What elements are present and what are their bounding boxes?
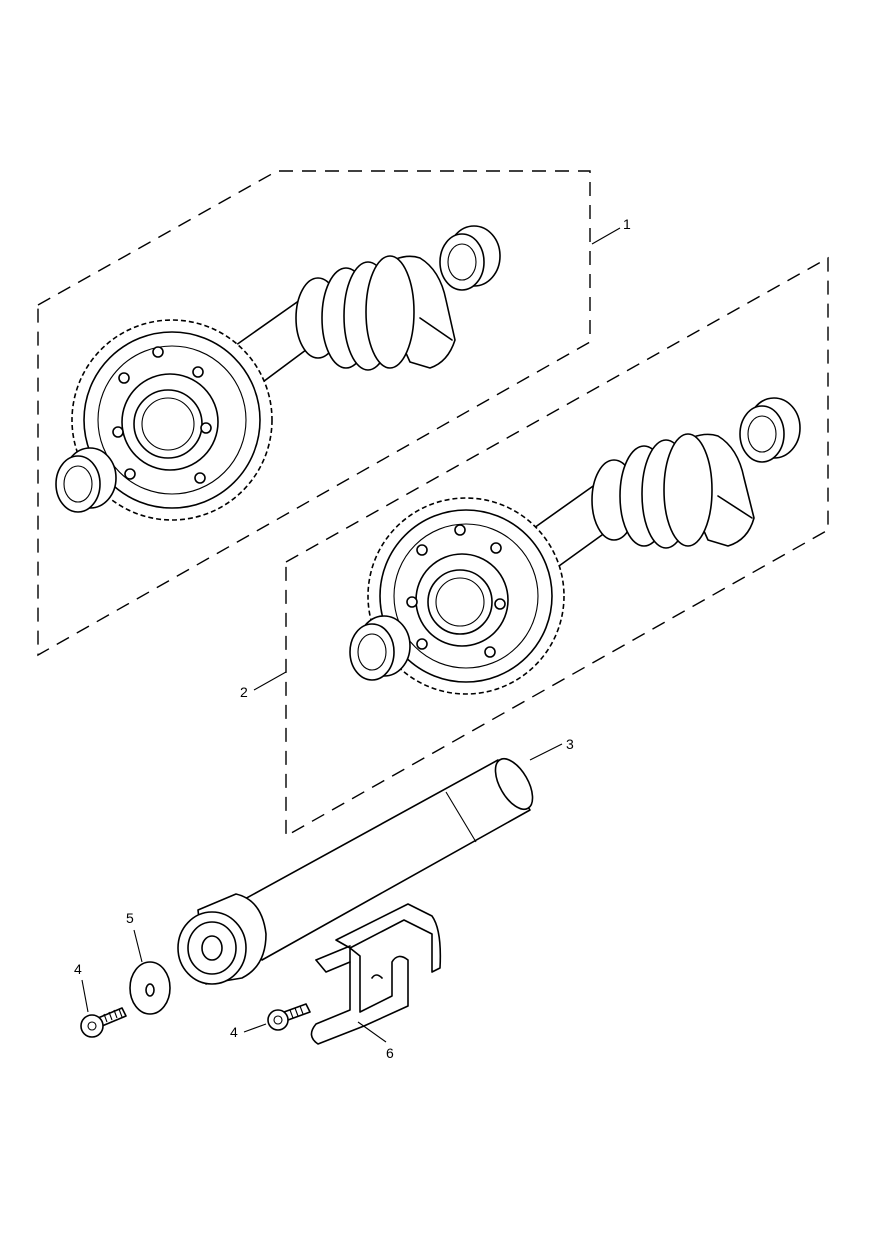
bracket-6: 6 [310,903,442,1061]
callout-6: 6 [386,1045,394,1061]
callout-4-left: 4 [74,961,82,977]
bearing-2-left [349,615,411,681]
spindle-3: 3 [177,736,574,985]
callout-5: 5 [126,910,134,926]
bearing-2-right [739,397,801,463]
assembly-1: 1 [37,170,631,657]
bolt-4-left: 4 [74,961,127,1038]
callout-4-right: 4 [230,1024,238,1040]
gear-1 [71,319,273,521]
washer-5: 5 [126,910,171,1015]
callout-3: 3 [566,736,574,752]
assembly-2: 2 [240,256,829,838]
bearing-1-left [55,447,117,513]
gear-2 [367,497,565,695]
callout-1: 1 [623,216,631,232]
shaft-1 [211,255,456,403]
assembly-1-boundary [37,170,591,657]
bearing-1-right [439,225,501,291]
assembly-2-boundary [285,256,829,838]
shaft-2 [509,433,755,585]
callout-2: 2 [240,684,248,700]
bolt-4-right: 4 [230,1003,311,1040]
